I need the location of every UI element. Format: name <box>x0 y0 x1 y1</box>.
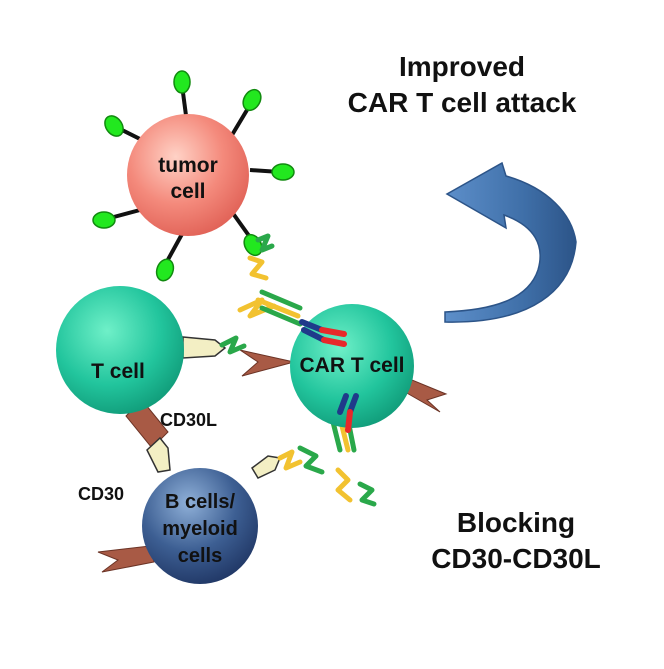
cd30-label: CD30 <box>78 484 124 504</box>
heading-cd30-cd30l: CD30-CD30L <box>431 543 601 574</box>
cd30-receptor-icon <box>146 336 282 479</box>
b-cell-label-1: B cells/ <box>165 491 235 513</box>
b-cell <box>142 468 258 584</box>
car-t-cell-label: CAR T cell <box>299 354 404 377</box>
antibody-icon <box>219 233 377 507</box>
t-cell-label: T cell <box>91 360 145 383</box>
tumor-cell-label-2: cell <box>170 180 205 203</box>
receptor-spike-icon <box>97 349 448 573</box>
car-receptor-icon <box>299 319 359 433</box>
car-t-cell <box>290 304 414 428</box>
antigen-icon <box>92 70 295 282</box>
heading-car-attack: CAR T cell attack <box>348 87 577 118</box>
b-cell-label-2: myeloid <box>162 518 238 540</box>
curved-arrow-icon <box>444 161 577 323</box>
cd30l-label: CD30L <box>160 410 217 430</box>
tumor-cell <box>127 114 249 236</box>
tumor-cell-label: tumor <box>158 154 218 177</box>
t-cell <box>56 286 184 414</box>
heading-improved: Improved <box>399 51 525 82</box>
heading-blocking: Blocking <box>457 507 575 538</box>
b-cell-label-3: cells <box>178 545 222 567</box>
